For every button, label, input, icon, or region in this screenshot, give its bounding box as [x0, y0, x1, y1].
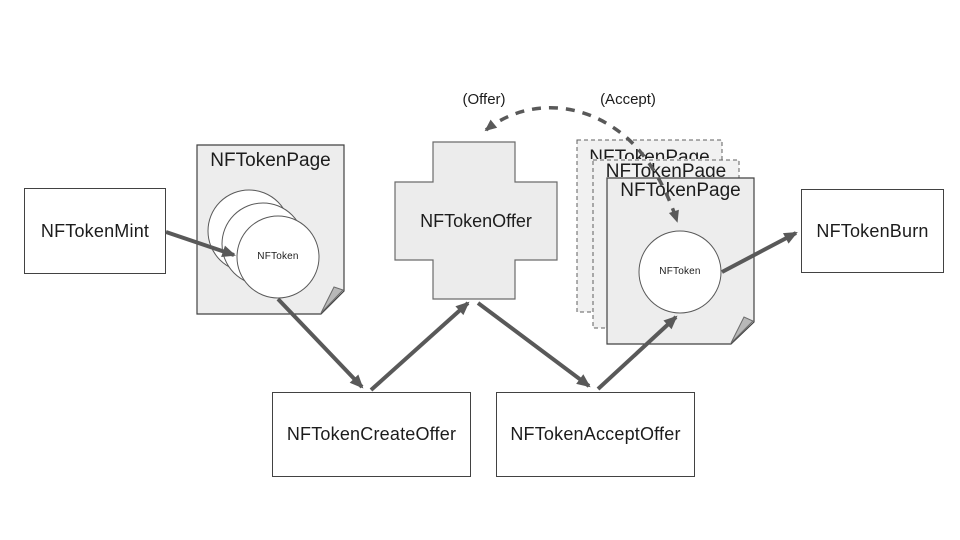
- offer-cross-shape: [394, 141, 558, 300]
- page2-fold-corner-icon: [730, 316, 754, 344]
- page2-token-circle: [638, 230, 722, 314]
- page1-token-circle-front: [236, 215, 320, 299]
